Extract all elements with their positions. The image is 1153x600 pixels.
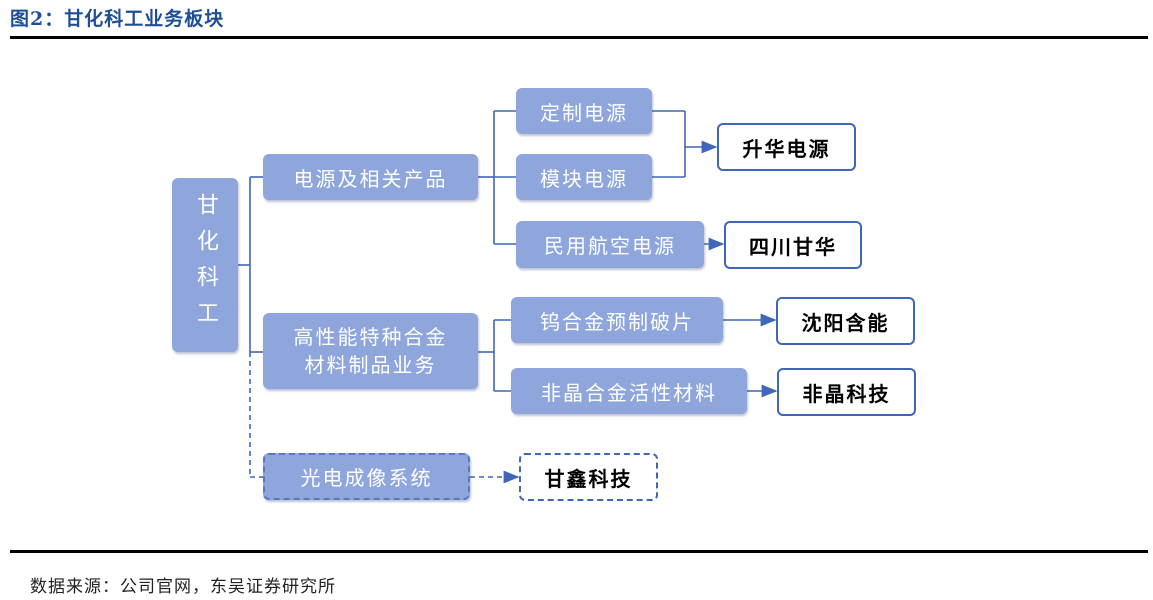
company-shenghua-box: 升华电源 xyxy=(717,123,856,171)
root-box: 甘化科工 xyxy=(172,178,238,352)
source-note: 数据来源：公司官网，东吴证券研究所 xyxy=(30,577,336,597)
segment-alloy-label-line1: 高性能特种合金 xyxy=(293,325,448,349)
company-ganxin-box: 甘鑫科技 xyxy=(519,453,658,501)
figure-title: 图2：甘化科工业务板块 xyxy=(10,8,225,30)
company-sichuan-label: 四川甘华 xyxy=(749,234,837,259)
company-feijing-label: 非晶科技 xyxy=(802,381,891,406)
company-sichuan-box: 四川甘华 xyxy=(724,221,862,269)
product-amorphous-box: 非晶合金活性材料 xyxy=(511,368,747,414)
product-aviation-power-box: 民用航空电源 xyxy=(516,221,704,268)
product-module-power-box: 模块电源 xyxy=(516,154,652,200)
segment-alloy-box: 高性能特种合金 材料制品业务 xyxy=(263,313,478,389)
product-module-power-label: 模块电源 xyxy=(540,166,628,191)
product-custom-power-box: 定制电源 xyxy=(516,88,652,134)
segment-power-label: 电源及相关产品 xyxy=(293,166,448,191)
company-shenghua-label: 升华电源 xyxy=(742,136,831,161)
product-aviation-power-label: 民用航空电源 xyxy=(544,234,676,258)
bottom-rule xyxy=(10,550,1148,553)
segment-optic-box: 光电成像系统 xyxy=(263,453,470,500)
company-shenyang-box: 沈阳含能 xyxy=(776,297,915,345)
top-rule xyxy=(10,36,1148,39)
company-ganxin-label: 甘鑫科技 xyxy=(544,466,633,491)
company-feijing-box: 非晶科技 xyxy=(777,368,916,416)
company-shenyang-label: 沈阳含能 xyxy=(801,310,890,335)
product-amorphous-label: 非晶合金活性材料 xyxy=(541,380,717,405)
product-custom-power-label: 定制电源 xyxy=(540,100,628,125)
segment-alloy-label-line2: 材料制品业务 xyxy=(304,353,437,377)
segment-power-box: 电源及相关产品 xyxy=(263,154,478,200)
product-tungsten-box: 钨合金预制破片 xyxy=(511,297,723,343)
product-tungsten-label: 钨合金预制破片 xyxy=(540,309,694,334)
segment-optic-label: 光电成像系统 xyxy=(300,466,433,490)
root-label: 甘化科工 xyxy=(193,193,218,337)
